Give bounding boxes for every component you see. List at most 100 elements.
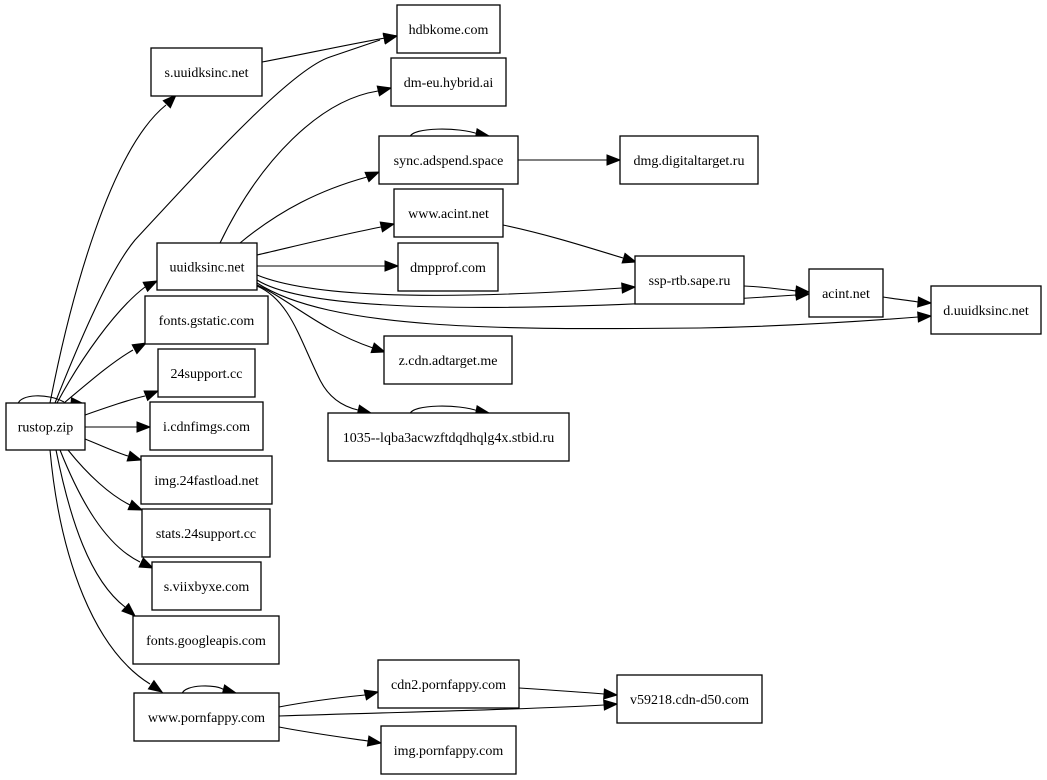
node-label: z.cdn.adtarget.me (399, 354, 498, 369)
node-label: hdbkome.com (409, 23, 489, 38)
arrowhead-icon (376, 85, 393, 97)
node-fonts-gstatic[interactable]: fonts.gstatic.com (144, 295, 269, 345)
arrowhead-icon (379, 221, 396, 233)
edge-line (256, 284, 374, 349)
arrowhead-icon (136, 421, 152, 433)
arrowhead-icon (603, 699, 619, 711)
node-cdn2-pornfappy[interactable]: cdn2.pornfappy.com (377, 659, 520, 709)
node-label: ssp-rtb.sape.ru (649, 274, 731, 289)
edge-line (518, 687, 605, 695)
edge-line (17, 395, 65, 405)
node-box (144, 295, 269, 345)
edge-line (502, 224, 624, 259)
node-label: s.viixbyxe.com (164, 580, 250, 595)
node-dmg-digitaltarget[interactable]: dmg.digitaltarget.ru (619, 135, 759, 185)
edge-rustop-to-img_24fastload (84, 438, 143, 462)
node-img-pornfappy[interactable]: img.pornfappy.com (380, 725, 517, 775)
node-dmpprof[interactable]: dmpprof.com (397, 242, 499, 292)
node-label: v59218.cdn-d50.com (630, 693, 749, 708)
edge-line (409, 405, 479, 415)
edge-www_pornfappy-to-img_pornfappy (278, 726, 383, 747)
node-ssp-rtb[interactable]: ssp-rtb.sape.ru (634, 255, 745, 305)
arrowhead-icon (917, 296, 933, 308)
node-label: s.uuidksinc.net (165, 66, 249, 81)
edge-s_uuidksinc-to-hdbkome (261, 32, 399, 63)
node-d-uuidksinc[interactable]: d.uuidksinc.net (930, 285, 1042, 335)
arrowhead-icon (147, 679, 164, 693)
edge-line (743, 285, 797, 292)
arrowhead-icon (621, 282, 637, 294)
node-s-viixbyxe[interactable]: s.viixbyxe.com (151, 561, 262, 611)
arrowhead-icon (917, 311, 933, 323)
arrowhead-icon (138, 557, 155, 569)
node-label: fonts.gstatic.com (159, 314, 255, 329)
node-www-pornfappy[interactable]: www.pornfappy.com (133, 692, 280, 742)
node-box (377, 659, 520, 709)
edge-uuidksinc-to-stbid (256, 285, 373, 416)
node-label: 24support.cc (171, 367, 243, 382)
node-acint[interactable]: acint.net (808, 268, 884, 318)
node-stbid[interactable]: 1035--lqba3acwzftdqdhqlg4x.stbid.ru (327, 412, 570, 462)
node-box (397, 242, 499, 292)
edge-rustop-to-s_uuidksinc (49, 94, 177, 404)
node-box (396, 4, 501, 54)
node-dm-eu[interactable]: dm-eu.hybrid.ai (390, 57, 507, 107)
edge-rustop-to-uuidksinc (56, 280, 159, 404)
edge-rustop-to-s_viixbyxe (59, 449, 155, 569)
edge-line (49, 104, 167, 404)
edge-line (181, 685, 225, 695)
node-s-uuidksinc[interactable]: s.uuidksinc.net (150, 47, 263, 97)
edge-line (67, 449, 131, 506)
node-v59218[interactable]: v59218.cdn-d50.com (616, 674, 763, 724)
edge-uuidksinc-to-d_uuidksinc (256, 282, 933, 330)
node-support24[interactable]: 24support.cc (157, 348, 256, 398)
node-stats-24support[interactable]: stats.24support.cc (141, 508, 271, 558)
node-img-24fastload[interactable]: img.24fastload.net (140, 455, 273, 505)
node-label: fonts.googleapis.com (146, 634, 266, 649)
node-sync-adspend[interactable]: sync.adspend.space (378, 135, 519, 185)
edge-line (55, 449, 126, 608)
edge-line (882, 296, 919, 303)
node-box (383, 335, 513, 385)
node-box (157, 348, 256, 398)
edge-line (63, 349, 134, 404)
edge-acint-to-d_uuidksinc (882, 296, 933, 308)
arrowhead-icon (121, 602, 137, 617)
edge-rustop-to-i_cdnfimgs (85, 421, 152, 433)
node-box (378, 135, 519, 185)
node-label: acint.net (822, 287, 870, 302)
edge-line (256, 274, 623, 296)
node-label: dm-eu.hybrid.ai (404, 76, 494, 91)
node-label: www.acint.net (408, 207, 489, 222)
edge-line (256, 282, 919, 330)
node-label: dmpprof.com (410, 261, 486, 276)
node-fonts-googleapis[interactable]: fonts.googleapis.com (132, 615, 280, 665)
arrowhead-icon (384, 260, 400, 272)
edge-uuidksinc-to-sync_adspend (239, 171, 381, 244)
edge-line (239, 176, 368, 244)
edge-uuidksinc-to-www_acint (256, 221, 396, 256)
arrowhead-icon (382, 32, 399, 44)
arrowhead-icon (370, 342, 387, 354)
edge-line (278, 694, 366, 708)
node-box (808, 268, 884, 318)
edge-rustop-to-stats_24support (67, 449, 144, 511)
node-z-cdn-adtarget[interactable]: z.cdn.adtarget.me (383, 335, 513, 385)
node-i-cdnfimgs[interactable]: i.cdnfimgs.com (149, 401, 264, 451)
node-box (150, 47, 263, 97)
node-label: i.cdnfimgs.com (163, 420, 250, 435)
arrowhead-icon (127, 499, 144, 511)
node-box (380, 725, 517, 775)
arrowhead-icon (795, 285, 811, 297)
node-uuidksinc[interactable]: uuidksinc.net (156, 242, 258, 291)
node-label: 1035--lqba3acwzftdqdhqlg4x.stbid.ru (343, 431, 555, 446)
edge-uuidksinc-to-dm_eu (219, 85, 393, 244)
node-hdbkome[interactable]: hdbkome.com (396, 4, 501, 54)
edge-line (84, 395, 146, 416)
node-www-acint[interactable]: www.acint.net (393, 188, 504, 238)
arrowhead-icon (366, 735, 383, 747)
node-box (133, 692, 280, 742)
node-rustop[interactable]: rustop.zip (5, 402, 86, 451)
edge-www_acint-to-ssp_rtb (502, 224, 638, 264)
